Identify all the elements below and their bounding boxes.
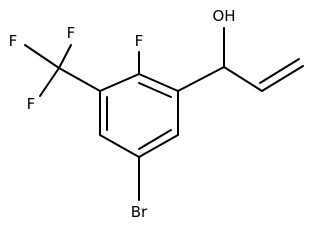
- bond-cf3-f-c: [39, 67, 60, 97]
- bond-ring-c4-c5: [99, 134, 140, 158]
- atom-f-ring: F: [135, 32, 144, 50]
- atom-f-cf3-b: F: [9, 32, 18, 50]
- bond-cf3-f-b: [24, 44, 60, 69]
- bond-c6-cf3: [58, 67, 101, 92]
- atom-f-cf3-a: F: [67, 24, 76, 42]
- atom-labels: F F F F OH Br: [9, 7, 236, 221]
- bond-choh-vinyl: [223, 66, 263, 92]
- bond-ring-inner-c3-c4: [138, 129, 172, 150]
- atom-bromine: Br: [131, 203, 148, 221]
- atom-hydroxyl: OH: [212, 7, 235, 25]
- atom-f-cf3-c: F: [27, 95, 36, 113]
- bond-c2-choh: [177, 66, 225, 92]
- bond-ring-c1-c2: [138, 73, 179, 92]
- bond-cf3-f-a: [58, 44, 72, 69]
- bond-ring-c6-c1: [99, 73, 140, 92]
- bond-ring-c3-c4: [138, 134, 179, 158]
- bond-vinyl-double-a: [261, 65, 304, 92]
- structure-diagram: F F F F OH Br: [9, 7, 304, 221]
- bond-ring-inner-c1-c2: [138, 82, 172, 98]
- bonds: [24, 27, 304, 201]
- bond-vinyl-double-b: [259, 58, 300, 84]
